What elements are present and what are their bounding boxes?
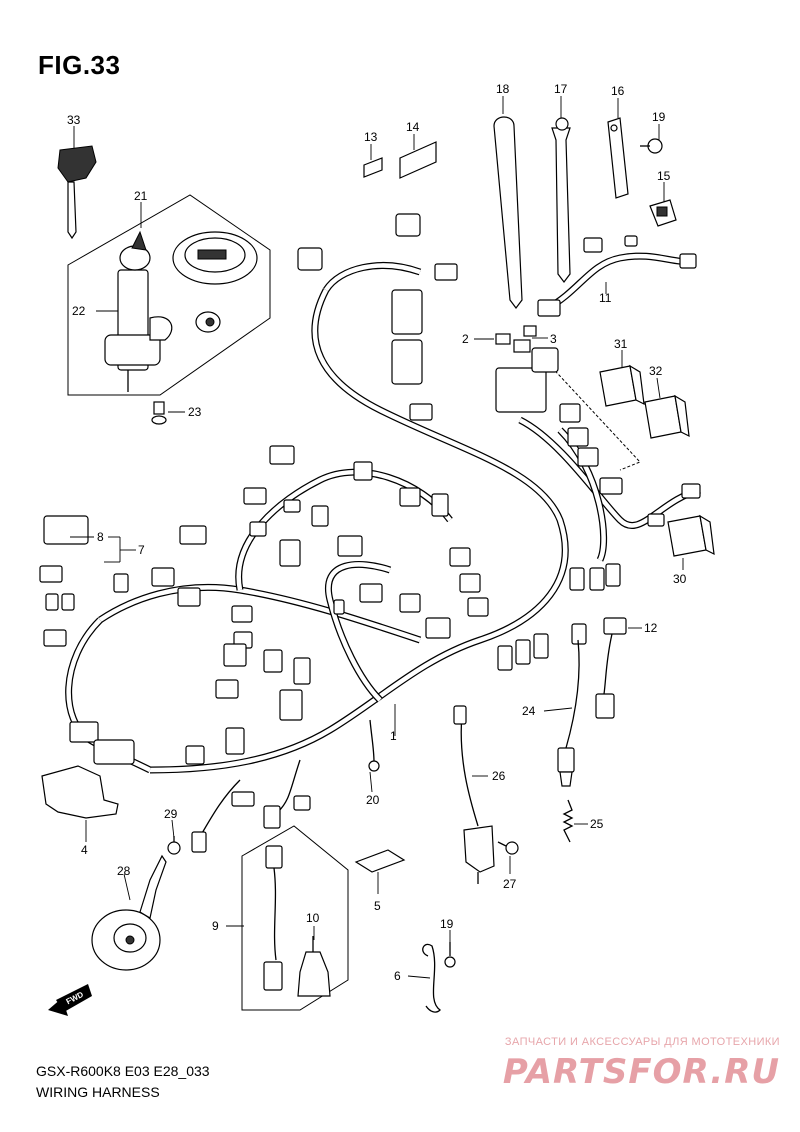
callout-13: 13 [364, 130, 378, 144]
callout-26: 26 [492, 769, 506, 783]
label-14-part[interactable] [399, 141, 437, 179]
callout-6: 6 [394, 969, 401, 983]
callout-8: 8 [97, 530, 104, 544]
callout-14: 14 [406, 120, 420, 134]
callout-25: 25 [590, 817, 604, 831]
callout-16: 16 [611, 84, 625, 98]
callout-19b: 19 [440, 917, 454, 931]
callout-24: 24 [522, 704, 536, 718]
relay-30-part[interactable] [667, 514, 715, 557]
callout-10: 10 [306, 911, 320, 925]
fuse-3-part[interactable] [513, 325, 537, 353]
ignition-switch-assembly[interactable] [104, 230, 173, 392]
horn-28-part[interactable] [91, 854, 167, 971]
cover-4-part[interactable] [41, 765, 119, 819]
callout-12: 12 [644, 621, 658, 635]
bolt-19-part[interactable] [640, 138, 663, 154]
sub-harness-9-part[interactable] [263, 845, 283, 991]
bolt-19-lower-part[interactable] [444, 942, 456, 968]
watermark-logo: PARTSFOR.RU [502, 1052, 780, 1092]
main-wiring-harness-1-part[interactable] [39, 213, 701, 853]
wire-clamp-6-part[interactable] [422, 943, 442, 1013]
callout-30: 30 [673, 572, 687, 586]
clamp-15-part[interactable] [649, 199, 677, 227]
callout-19a: 19 [652, 110, 666, 124]
diagram-subtitle: WIRING HARNESS [36, 1084, 160, 1100]
callout-18: 18 [496, 82, 510, 96]
callout-29: 29 [164, 807, 178, 821]
fuel-cap-part[interactable] [172, 231, 258, 285]
relay-32-part[interactable] [644, 394, 690, 439]
relay-31-part[interactable] [599, 364, 645, 407]
callout-27: 27 [503, 877, 517, 891]
callout-28: 28 [117, 864, 131, 878]
ignition-kit-box [67, 194, 271, 396]
sub-harness-11-part[interactable] [537, 235, 697, 317]
spring-25-part[interactable] [562, 799, 574, 843]
callout-1: 1 [390, 729, 397, 743]
callout-9: 9 [212, 919, 219, 933]
side-stand-switch-26-part[interactable] [453, 705, 495, 884]
bolt-27-part[interactable] [497, 841, 519, 855]
callout-22: 22 [72, 304, 86, 318]
sub-harness-kit-box [241, 825, 349, 1011]
callout-3: 3 [550, 332, 557, 346]
bolt-29-part[interactable] [167, 836, 181, 855]
cable-tie-17-part[interactable] [551, 117, 571, 283]
callout-7: 7 [138, 543, 145, 557]
boot-10-part[interactable] [297, 936, 331, 997]
cable-tie-18-part[interactable] [493, 116, 523, 309]
model-code: GSX-R600K8 E03 E28_033 [36, 1063, 210, 1079]
callout-33: 33 [67, 113, 81, 127]
callout-20: 20 [366, 793, 380, 807]
temp-sensor-24-part[interactable] [557, 639, 580, 787]
fwd-direction-badge: FWD [48, 984, 92, 1016]
callout-32: 32 [649, 364, 663, 378]
clamp-16-part[interactable] [607, 117, 629, 199]
figure-title: FIG.33 [38, 50, 121, 80]
callout-2: 2 [462, 332, 469, 346]
callout-31: 31 [614, 337, 628, 351]
callout-4: 4 [81, 843, 88, 857]
fuse-2-part[interactable] [495, 333, 511, 345]
ignition-key-part[interactable] [57, 145, 97, 240]
screw-23-part[interactable] [151, 401, 167, 425]
callout-5: 5 [374, 899, 381, 913]
sensor-12-part[interactable] [595, 617, 627, 719]
callout-11: 11 [599, 291, 612, 305]
callout-23: 23 [188, 405, 202, 419]
label-13-part[interactable] [363, 157, 383, 178]
callout-15: 15 [657, 169, 671, 183]
callout-17: 17 [554, 82, 568, 96]
seat-lock-cylinder-part[interactable] [195, 311, 221, 333]
watermark-tagline: ЗАПЧАСТИ И АКСЕССУАРЫ ДЛЯ МОТОТЕХНИКИ [504, 1036, 780, 1048]
label-5-part[interactable] [354, 849, 406, 873]
callout-21: 21 [134, 189, 148, 203]
